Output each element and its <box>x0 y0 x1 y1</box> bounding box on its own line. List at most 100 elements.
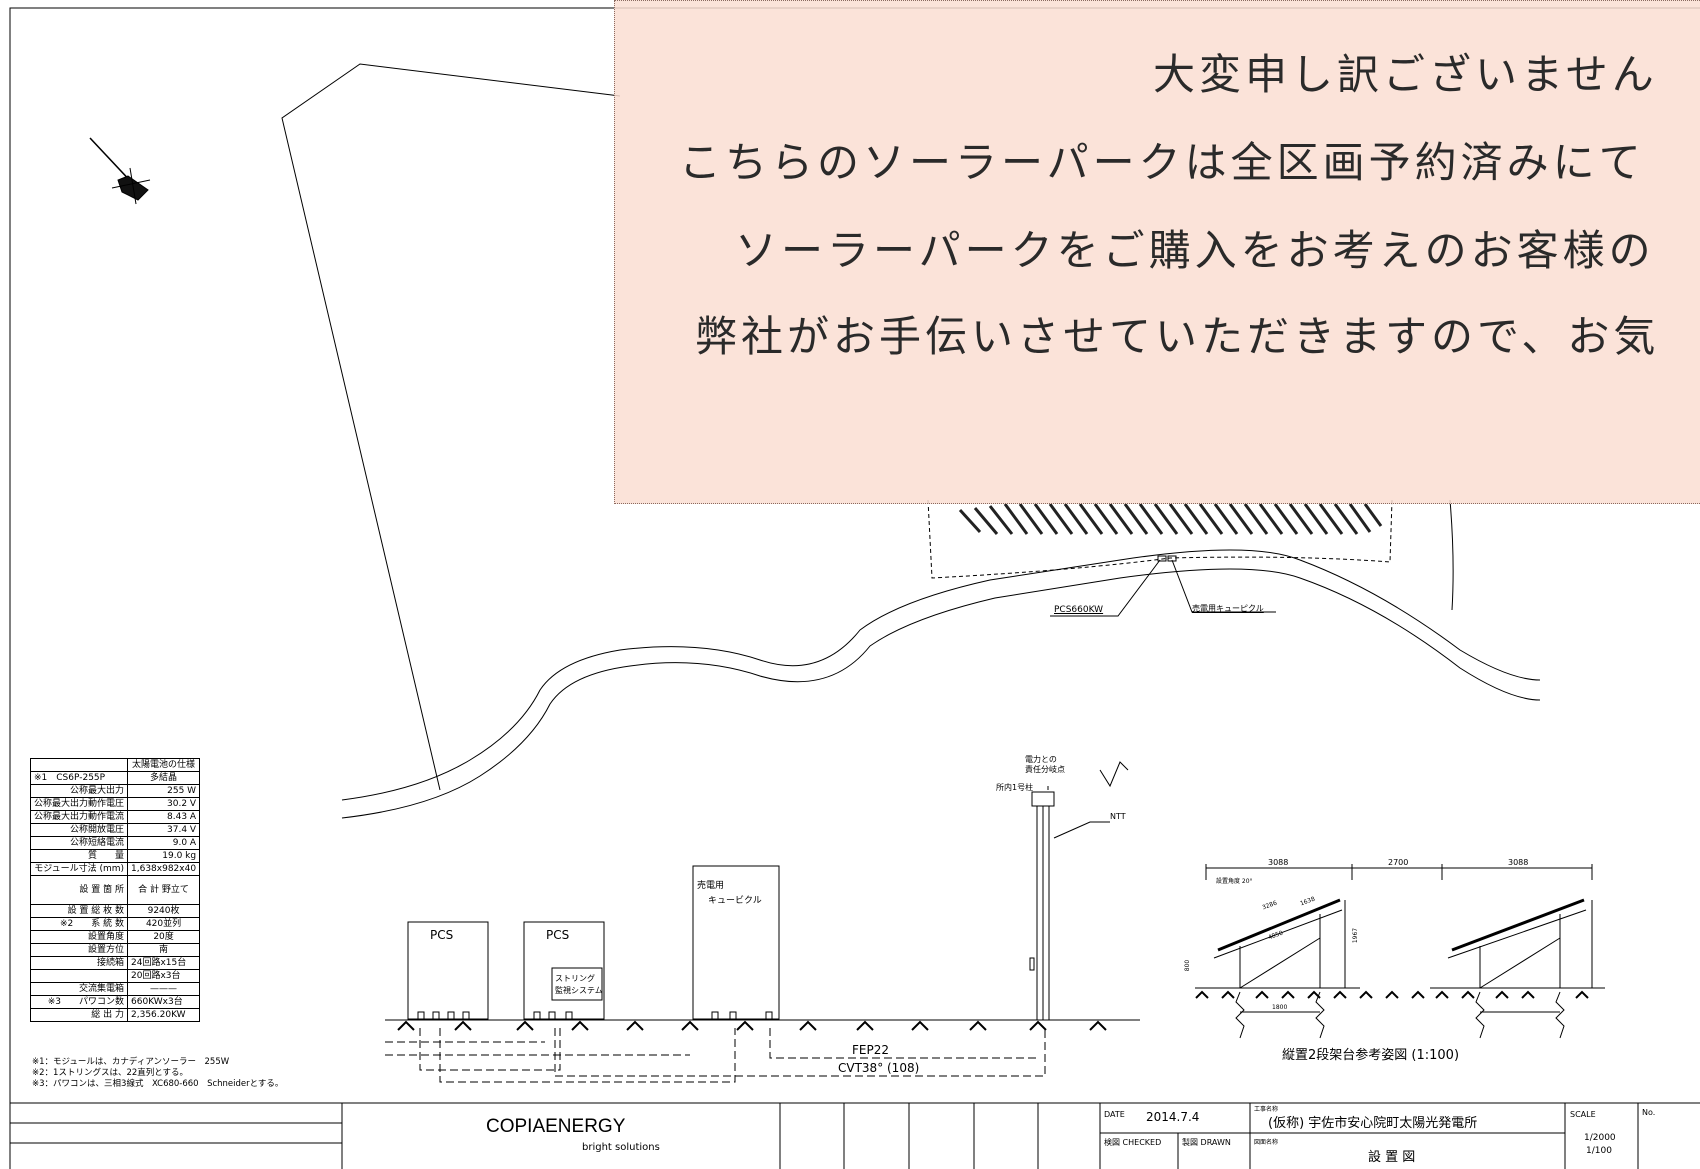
spec-value: 20回路x3台 <box>127 969 201 983</box>
spec-value: 南 <box>127 943 201 957</box>
spec-key: 設置方位 <box>29 943 129 957</box>
pole-note-1: 電力との <box>1025 755 1057 764</box>
project-label: 工事名称 <box>1254 1106 1279 1113</box>
spec-key: ※2 系 統 数 <box>29 917 129 931</box>
footnote-1: ※1：モジュールは、カナディアンソーラー 255W <box>32 1057 230 1067</box>
solar-array-plan <box>958 503 1383 535</box>
spec-value: 19.0 kg <box>127 849 201 863</box>
date-label: DATE <box>1104 1110 1125 1119</box>
cable-label-1: FEP22 <box>852 1043 889 1057</box>
north-arrow <box>89 137 151 205</box>
spec-key: 公称短絡電流 <box>29 836 129 850</box>
company-tagline: bright solutions <box>582 1142 660 1153</box>
company-name: COPIAENERGY <box>486 1116 626 1137</box>
pole-note-2: 責任分岐点 <box>1025 765 1065 774</box>
spec-key: 公称最大出力動作電流 <box>29 810 129 824</box>
spec-row: 設 置 箇 所合 計 野立て <box>29 875 201 905</box>
spec-key: ※1 CS6P-255P <box>29 771 129 785</box>
pcs-plan-label: PCS660KW <box>1054 605 1104 615</box>
spec-row: 20回路x3台 <box>29 969 201 983</box>
spec-key: 公称最大出力動作電圧 <box>29 797 129 811</box>
spec-key: 設置角度 <box>29 930 129 944</box>
rack-dim-2: 2700 <box>1388 858 1409 867</box>
spec-row: 交流集電箱——— <box>29 982 201 996</box>
pcs-label-2: PCS <box>546 928 570 942</box>
spec-value: 8.43 A <box>127 810 201 824</box>
pcs-box-2 <box>523 921 605 1020</box>
spec-key: ※3 パワコン数 <box>29 995 129 1009</box>
spec-value: 37.4 V <box>127 823 201 837</box>
spec-value: 合 計 野立て <box>127 875 201 905</box>
spec-value: 420並列 <box>127 917 201 931</box>
monitor-label-1: ストリング <box>555 974 595 983</box>
spec-value: ——— <box>127 982 201 996</box>
date-value: 2014.7.4 <box>1146 1110 1200 1124</box>
monitor-box <box>551 967 603 1001</box>
spec-key: 公称最大出力 <box>29 784 129 798</box>
scale-2: 1/100 <box>1586 1146 1612 1156</box>
spec-value: 660KWx3台 <box>127 995 201 1009</box>
notice-line-4: 弊社がお手伝いさせていただきますので、お気 <box>695 312 1660 361</box>
ground-marks <box>397 1020 1107 1031</box>
road-edge <box>341 568 1541 819</box>
rack-base: 800 <box>1184 959 1192 972</box>
cubicle-plan-label: 売電用キューピクル <box>1192 604 1264 613</box>
notice-line-2: こちらのソーラーパークは全区画予約済みにて <box>679 138 1645 187</box>
scale-label: SCALE <box>1570 1110 1596 1119</box>
pole-label: 所内1号柱 <box>996 783 1034 792</box>
title-block-grid <box>10 1102 1700 1169</box>
spec-key: モジュール寸法 (mm) <box>29 862 129 876</box>
rack-angle: 設置角度 20° <box>1216 878 1253 885</box>
rack-elevation-1 <box>1195 864 1360 1039</box>
rack-elevation-2 <box>1352 864 1605 1039</box>
scale-1: 1/2000 <box>1584 1133 1616 1143</box>
spec-value: 24回路x15台 <box>127 956 201 970</box>
spec-key: 設 置 総 枚 数 <box>29 904 129 918</box>
notice-line-3: ソーラーパークをご購入をお考えのお客様の <box>735 226 1655 275</box>
spec-value: 255 W <box>127 784 201 798</box>
spec-row: モジュール寸法 (mm)1,638x982x40 <box>29 862 201 876</box>
number-label: No. <box>1642 1108 1656 1117</box>
spec-key: 交流集電箱 <box>29 982 129 996</box>
spec-value: 2,356.20KW <box>127 1008 201 1022</box>
rack-caption: 縦置2段架台参考姿図 (1:100) <box>1282 1048 1460 1063</box>
cable-label-2: CVT38° (108) <box>838 1061 920 1075</box>
monitor-label-2: 監視システム <box>555 986 603 995</box>
rack-height: 1967 <box>1352 927 1360 944</box>
buried-cables <box>385 1028 1046 1083</box>
spec-header-row: 太陽電池の仕様 <box>29 758 201 772</box>
reservation-notice-overlay: 大変申し訳ございません こちらのソーラーパークは全区画予約済みにて ソーラーパー… <box>614 0 1700 504</box>
rack-dim-1: 3088 <box>1268 858 1289 867</box>
spec-key: 公称開放電圧 <box>29 823 129 837</box>
cubicle-label-1: 売電用 <box>697 881 725 891</box>
rack-span: 1800 <box>1272 1004 1288 1011</box>
utility-pole <box>1029 761 1129 1020</box>
spec-key: 質 量 <box>29 849 129 863</box>
spec-value: 9.0 A <box>127 836 201 850</box>
drawn-label: 製図 DRAWN <box>1182 1138 1231 1147</box>
site-boundary <box>281 63 621 791</box>
drawing-label: 図面名称 <box>1254 1139 1279 1146</box>
footnotes: ※1：モジュールは、カナディアンソーラー 255W ※2：1ストリングスは、22… <box>32 1057 283 1090</box>
spec-key: 接続箱 <box>29 956 129 970</box>
notice-line-1: 大変申し訳ございません <box>1153 50 1658 99</box>
ntt-label: NTT <box>1110 812 1126 821</box>
cubicle-label-2: キュービクル <box>708 896 762 906</box>
spec-key: 設 置 箇 所 <box>29 875 129 905</box>
spec-value: 9240枚 <box>127 904 201 918</box>
spec-header: 太陽電池の仕様 <box>127 758 201 772</box>
spec-value: 多結晶 <box>127 771 201 785</box>
